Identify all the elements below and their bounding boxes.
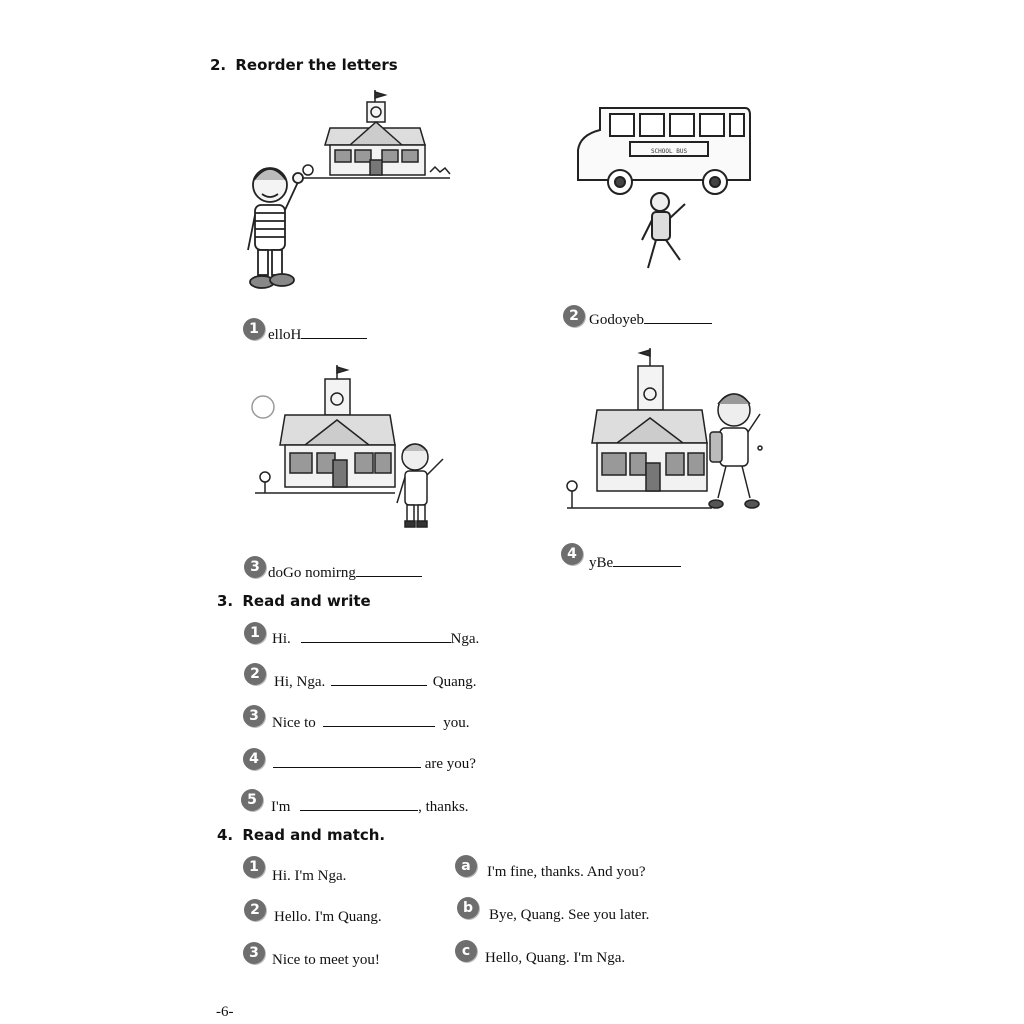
- s3-item-1-before: Hi.: [272, 631, 291, 647]
- s2-item-1-answer-line[interactable]: [301, 337, 368, 339]
- s3-item-1: Hi. Nga.: [272, 631, 479, 648]
- s2-item-4-answer-line[interactable]: [613, 565, 682, 567]
- section-4-title: Read and match.: [242, 826, 386, 844]
- s2-item-1-scrambled: elloH: [268, 327, 302, 343]
- s3-item-4-badge: 4: [243, 748, 265, 770]
- s4-left-1-text[interactable]: Hi. I'm Nga.: [272, 868, 347, 884]
- s4-left-2-text[interactable]: Hello. I'm Quang.: [274, 909, 382, 925]
- s3-item-3-after: you.: [443, 715, 470, 731]
- s4-right-c-badge: c: [455, 940, 477, 962]
- s4-left-1-badge: 1: [243, 856, 265, 878]
- s3-item-3: Nice to you.: [272, 715, 469, 732]
- s3-item-4-after: are you?: [424, 756, 476, 772]
- s2-item-2-badge: 2: [563, 305, 585, 327]
- s3-item-2-after: Quang.: [432, 674, 477, 690]
- s4-left-2-badge: 2: [244, 899, 266, 921]
- s3-item-1-badge: 1: [244, 622, 266, 644]
- s3-item-1-answer-line[interactable]: [300, 641, 451, 643]
- section-4-number: 4.: [217, 826, 234, 844]
- s3-item-2-before: Hi, Nga.: [274, 674, 326, 690]
- s3-item-3-badge: 3: [243, 705, 265, 727]
- s2-item-3: doGo nomirng: [268, 565, 422, 582]
- s2-item-3-badge: 3: [244, 556, 266, 578]
- s4-right-b-text[interactable]: Bye, Quang. See you later.: [489, 907, 650, 923]
- s4-right-b-badge: b: [457, 897, 479, 919]
- s2-item-2-scrambled: Godoyeb: [589, 312, 644, 328]
- s3-item-5: I'm , thanks.: [271, 799, 469, 816]
- bus-sign-text: SCHOOL BUS: [651, 148, 688, 155]
- section-2-number: 2.: [210, 56, 227, 74]
- s3-item-4-answer-line[interactable]: [273, 766, 421, 768]
- s2-item-4-scrambled: yBe: [589, 555, 614, 571]
- s3-item-3-before: Nice to: [272, 715, 316, 731]
- s3-item-2-badge: 2: [244, 663, 266, 685]
- section-3-number: 3.: [217, 592, 234, 610]
- s2-item-1: elloH: [268, 327, 368, 344]
- s2-item-4-badge: 4: [561, 543, 583, 565]
- s3-item-1-after: Nga.: [450, 631, 480, 647]
- s3-item-5-answer-line[interactable]: [300, 809, 419, 811]
- s3-item-2: Hi, Nga. Quang.: [274, 674, 477, 691]
- s2-item-2: Godoyeb: [589, 312, 712, 329]
- section-3-title: Read and write: [242, 592, 371, 610]
- s4-right-a-text[interactable]: I'm fine, thanks. And you?: [487, 864, 646, 880]
- school-and-boy-picture-3: [251, 365, 444, 528]
- s3-item-5-before: I'm: [271, 799, 291, 815]
- school-and-boy-picture-4: [566, 348, 763, 509]
- section-2-heading: 2. Reorder the letters: [210, 56, 398, 74]
- s2-item-2-answer-line[interactable]: [644, 322, 712, 324]
- school-bus-picture: SCHOOL BUS: [577, 107, 751, 269]
- section-4-heading: 4. Read and match.: [217, 826, 385, 844]
- s3-item-2-answer-line[interactable]: [331, 684, 427, 686]
- s4-right-c-text[interactable]: Hello, Quang. I'm Nga.: [485, 950, 626, 966]
- section-2-title: Reorder the letters: [235, 56, 398, 74]
- s3-item-4: are you?: [273, 756, 476, 773]
- school-and-boy-picture-1: [247, 90, 451, 289]
- s3-item-3-answer-line[interactable]: [323, 725, 436, 727]
- s4-left-3-text[interactable]: Nice to meet you!: [272, 952, 380, 968]
- s3-item-5-after: , thanks.: [418, 799, 469, 815]
- s3-item-5-badge: 5: [241, 789, 263, 811]
- s4-left-3-badge: 3: [243, 942, 265, 964]
- s2-item-3-answer-line[interactable]: [355, 575, 422, 577]
- s4-right-a-badge: a: [455, 855, 477, 877]
- s2-item-4: yBe: [589, 555, 682, 572]
- s2-item-3-scrambled: doGo nomirng: [268, 565, 356, 581]
- page-number: -6-: [216, 1004, 234, 1020]
- s2-item-1-badge: 1: [243, 318, 265, 340]
- section-3-heading: 3. Read and write: [217, 592, 371, 610]
